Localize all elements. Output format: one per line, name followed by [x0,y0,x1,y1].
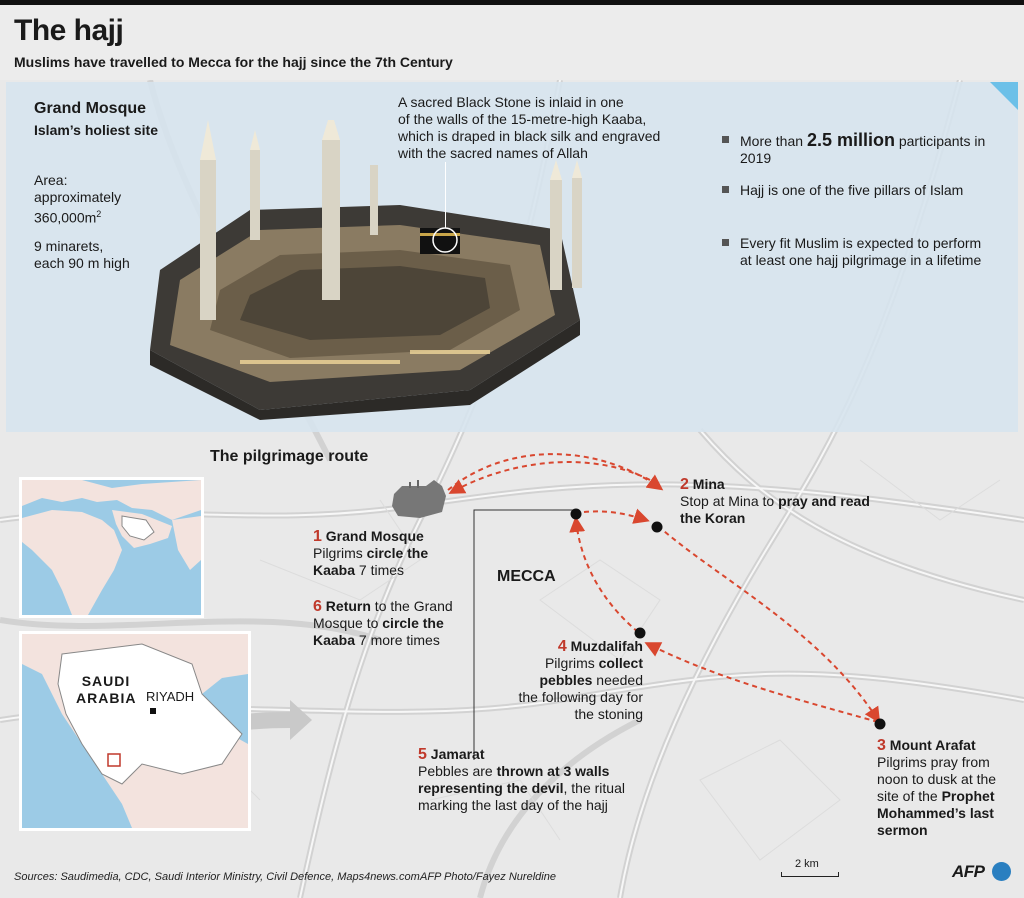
step-mount-arafat: 3 Mount Arafat Pilgrims pray from noon t… [877,737,1017,839]
step-return: 6 Return to the Grand Mosque to circle t… [313,598,463,649]
route-arrow-5-2 [583,508,650,524]
route-arrow-6-1 [448,461,651,494]
step-bold: circle the Kaaba [313,545,429,578]
mosque-area: Area: approximately 360,000m2 [34,172,174,227]
step-number: 6 [313,598,322,615]
route-arrow-3-4 [644,642,879,723]
fact-participants: More than 2.5 million participants in 20… [722,130,992,167]
jamarat-leader-line [473,509,576,760]
step-text: to the Grand Mosque to [313,598,453,631]
riyadh-label: RIYADH [146,689,195,704]
muzdalifah-point [634,627,646,639]
step-bold: Prophet Mohammed’s last sermon [877,788,995,838]
saudi-arabia-inset [19,631,251,831]
step-text: Pilgrims pray from noon to dusk at the s… [877,754,997,804]
step-number: 2 [680,476,689,493]
step-jamarat: 5 Jamarat Pebbles are thrown at 3 walls … [418,746,668,814]
black-stone-leader-line [445,162,446,228]
step-name: Muzdalifah [570,638,643,654]
step-text: Pebbles are [418,763,497,779]
sources-note: Sources: Saudimedia, CDC, Saudi Interior… [14,871,420,883]
scale-bar [781,872,839,877]
step-name: Grand Mosque [325,528,424,544]
step-number: 3 [877,737,886,754]
fact-text: Hajj is one of the five pillars of Islam [740,182,964,198]
saudi-arabia-label: SAUDI ARABIA [76,673,137,706]
bullet-icon [722,239,729,246]
world-locator-inset [19,477,204,618]
mecca-locator-box [107,753,121,767]
step-text: Pilgrims [313,545,367,561]
step-text: Pilgrims [544,655,599,671]
fact-text: participants in 2019 [740,133,986,166]
step-number: 4 [557,638,567,655]
saudi-territory [57,643,243,785]
fact-highlight: 2.5 million [806,130,895,150]
step-bold: collect pebbles [539,655,643,688]
mosque-area-text: Area: approximately 360,000m [34,172,122,226]
grand-mosque-heading: Grand Mosque [34,100,147,117]
bullet-icon [722,136,729,143]
scale-label: 2 km [795,858,819,870]
route-arrow-2-3 [657,525,881,724]
bullet-icon [722,186,729,193]
step-name: Mount Arafat [889,737,976,753]
step-bold: representing the devil [418,780,564,796]
step-bold: at 3 walls [543,763,610,779]
afp-logo-dot [992,862,1011,881]
step-text: Stop at Mina to [680,493,779,509]
step-muzdalifah: 4 Muzdalifah Pilgrims collect pebbles ne… [518,638,643,723]
step-text: 7 more times [355,632,440,648]
black-stone-marker [432,227,458,253]
route-heading: The pilgrimage route [210,448,369,465]
photo-credit: AFP Photo/Fayez Nureldine [420,871,556,883]
fact-text: Every fit Muslim is expected to perform … [740,235,982,268]
step-text: 7 times [355,562,405,578]
step-grand-mosque: 1 Grand Mosque Pilgrims circle the Kaaba… [313,528,463,579]
step-bold: circle the Kaaba [313,615,444,648]
page-title: The hajj [14,14,124,47]
grand-mosque-illustration [150,120,582,420]
mecca-label: MECCA [497,568,556,585]
fact-pillars: Hajj is one of the five pillars of Islam [722,182,992,199]
afp-logo: AFP [952,862,985,881]
riyadh-marker [150,708,156,714]
route-arrow-4-5 [569,516,639,633]
step-bold: thrown [496,763,544,779]
inset-pointer-arrow [120,700,312,770]
grand-mosque-marker [392,480,446,518]
step-number: 1 [313,528,322,545]
step-name: Mina [692,476,725,492]
step-mina: 2 Mina Stop at Mina to pray and read the… [680,476,870,527]
fact-obligation: Every fit Muslim is expected to perform … [722,235,992,269]
step-text: , the ritual marking the last day of the… [418,780,625,813]
mosque-minarets: 9 minarets, each 90 m high [34,238,130,271]
step-name: Jamarat [430,746,485,762]
fact-text: More than [740,133,807,149]
step-text: needed the following day for the stoning [518,672,643,722]
step-bold: pray and read the Koran [680,493,870,526]
corner-tab [990,82,1018,110]
jamarat-point [570,508,582,520]
grand-mosque-subheading: Islam’s holiest site [34,122,158,138]
mina-point [651,521,663,533]
page-subtitle: Muslims have travelled to Mecca for the … [14,54,453,70]
mosque-area-unit-sup: 2 [96,209,102,219]
black-stone-annotation: A sacred Black Stone is inlaid in one of… [398,94,661,161]
route-arrow-1-2 [447,453,664,491]
step-number: 5 [418,746,427,763]
top-rule [0,0,1024,5]
step-bold: Return [325,598,371,614]
saudi-highlight [121,515,155,541]
arafat-point [874,718,886,730]
